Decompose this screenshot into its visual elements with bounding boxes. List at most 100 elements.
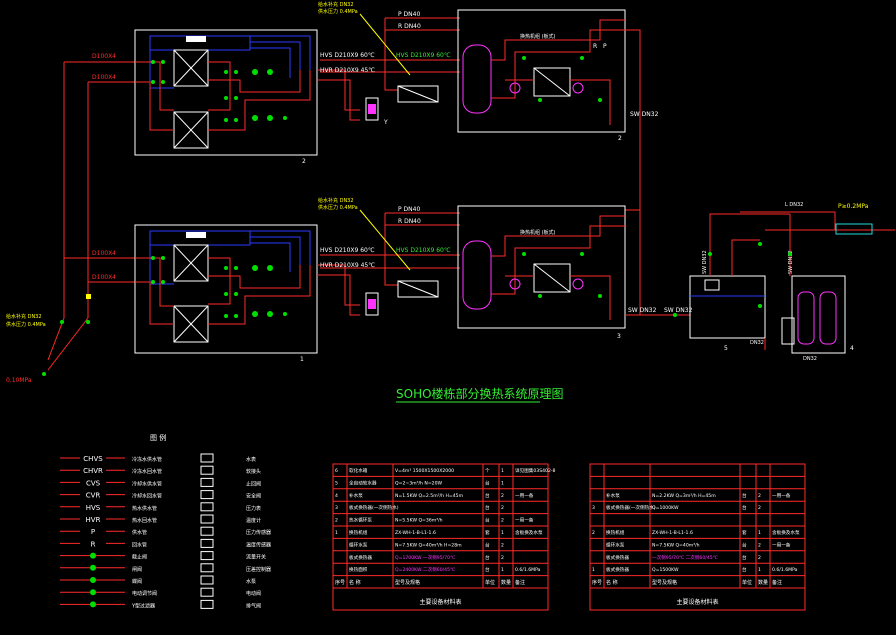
- table-cell: 2: [501, 518, 504, 524]
- hvs-note-top: HVS D210X9 60℃: [396, 52, 451, 59]
- table-cell: 0.6/1.6MPa: [772, 567, 798, 573]
- exchanger-top-valves: [522, 56, 602, 102]
- p-label-bottom: P DN40: [398, 206, 420, 213]
- legend-desc-right: 温度计: [246, 517, 261, 524]
- table-header-cell: 数量: [758, 579, 768, 586]
- table-header-cell: 备注: [515, 579, 525, 586]
- exchanger-top-pumps: [509, 82, 584, 94]
- table-cell: Q=2~3m³/h N=20W: [395, 480, 443, 486]
- table-cell: Q=1700KW 一次侧95/70℃: [395, 554, 455, 561]
- tank-frame: [689, 275, 846, 354]
- table-cell: 2: [501, 542, 504, 548]
- exchanger-top-pipes: [491, 19, 641, 211]
- table-cell: 板式换热器: [349, 554, 372, 561]
- table-header-cell: 单位: [485, 579, 495, 586]
- table-frame: [332, 463, 549, 611]
- top-note-2: 供水压力 0.4MPa: [318, 8, 358, 15]
- legend-desc: 热水回水管: [132, 517, 157, 524]
- strainer-fill-top: [368, 104, 376, 114]
- r-tag-top: R: [593, 43, 597, 50]
- table-cell: 换热机组: [606, 529, 625, 536]
- table-cell: 含板换及水泵: [515, 529, 543, 536]
- left-note-1: 给水补充 DN32: [6, 313, 42, 320]
- table-cell: 台: [485, 517, 490, 524]
- table-cell: 3: [592, 505, 595, 511]
- legend-desc-right: 电动阀: [246, 590, 261, 597]
- table-cell: 板式换热器: [606, 554, 629, 561]
- legend-desc: 蝶阀: [132, 578, 142, 585]
- tank-sw1: SW DN32: [702, 250, 708, 274]
- legend-code: CVS: [86, 479, 101, 487]
- legend-symbol-icon: [200, 599, 214, 609]
- main-supply-risers: [47, 61, 135, 371]
- table-header-cell: 型号及规格: [395, 579, 420, 586]
- table-frame: [589, 463, 806, 611]
- legend-code: HVS: [86, 504, 101, 512]
- legend-code: CHVR: [83, 467, 103, 475]
- exchanger-label-bottom: 换热机组 (板式): [520, 229, 556, 236]
- table-cell: 台: [485, 566, 490, 573]
- hvr-label-top: HVR D210X9 45℃: [320, 67, 375, 74]
- tank-dn32: DN32: [750, 340, 764, 346]
- table-cell: 补水泵: [606, 492, 620, 499]
- legend-desc-right: 温度传感器: [246, 541, 271, 548]
- legend-valve-icon: [90, 552, 96, 559]
- table-cell: 台: [485, 479, 490, 486]
- table-cell: 个: [485, 468, 490, 474]
- legend-desc-right: 水泵: [246, 578, 256, 585]
- table-header-cell: 名 称: [606, 579, 618, 586]
- table-cell: 一次侧95/70℃ 二次侧60/45℃: [652, 554, 718, 561]
- table-cell: 3: [335, 505, 338, 511]
- hvs-note-bottom: HVS D210X9 60℃: [396, 247, 451, 254]
- pipe-label-inlet: 0.10MPa: [6, 377, 32, 384]
- softener-tag: 4: [850, 345, 854, 352]
- table-cell: ZX-WH-1-B-L1-1.6: [652, 530, 693, 536]
- left-note-2: 供水压力 0.4MPa: [6, 321, 46, 328]
- legend-desc: 冷冻水回水管: [132, 468, 162, 475]
- legend-desc: Y型过滤器: [131, 602, 155, 609]
- legend-desc-right: 排气阀: [246, 602, 261, 609]
- legend-symbol-icon: [200, 465, 214, 475]
- table-cell: N=2.2KW Q=3m³/h H=45m: [652, 493, 716, 499]
- table-cell: 台: [485, 504, 490, 511]
- mid-note-leader: [359, 209, 411, 271]
- table-cell: 台: [742, 541, 747, 548]
- strainer-fill-bottom: [368, 299, 376, 309]
- legend-valve-icon: [90, 577, 96, 583]
- table-header-cell: 序号: [592, 579, 602, 586]
- legend-code: HVR: [86, 516, 101, 524]
- table-cell: 含板换及水泵: [772, 529, 800, 536]
- legend-desc: 冷却水供水管: [132, 480, 162, 487]
- legend-desc: 供水管: [132, 529, 147, 536]
- exchanger-frame-bottom: [457, 205, 626, 329]
- legend-code: CVR: [86, 492, 101, 500]
- legend-desc-right: 流量开关: [246, 554, 266, 561]
- table-cell: 台: [742, 554, 747, 561]
- table-cell: 热水循环泵: [349, 517, 372, 524]
- legend-symbol-icon: [200, 538, 214, 548]
- table-cell: 2: [501, 505, 504, 511]
- legend-valve-icon: [90, 564, 96, 571]
- table-cell: N=5.5KW Q=36m³/h: [395, 518, 443, 524]
- legend-symbol-icon: [200, 514, 214, 524]
- strainer-assembly-bottom: [365, 280, 439, 316]
- table-cell: 1: [501, 567, 504, 573]
- table-cell: Q=1000KW: [652, 505, 679, 511]
- table-cell: 全自动软水器: [349, 479, 377, 486]
- pipe-label-d100-2: D100X4: [92, 74, 116, 81]
- legend-symbol-icon: [200, 502, 214, 512]
- hv-pipes: [320, 17, 460, 316]
- table-header-cell: 单位: [742, 579, 752, 586]
- p-tag-top: P: [603, 43, 607, 50]
- table-cell: 台: [742, 492, 747, 499]
- legend-symbol-icon: [200, 453, 214, 463]
- table-header-cell: 备注: [772, 579, 782, 586]
- left-makeup-marker: [86, 294, 91, 299]
- legend-code-bg: [80, 454, 106, 462]
- legend-desc-right: 压差控制器: [246, 566, 271, 573]
- pipe-label-d100-4: D100X4: [92, 274, 116, 281]
- legend-code: CHVS: [83, 455, 103, 463]
- legend-desc: 热水供水管: [132, 505, 157, 512]
- pressure-valve-box: [835, 223, 873, 235]
